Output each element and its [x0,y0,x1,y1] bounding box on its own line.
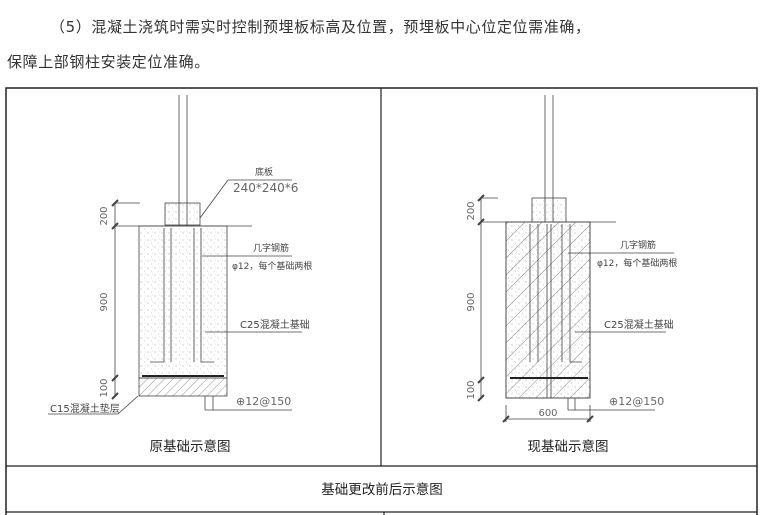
dim-600: 600 [538,408,557,419]
new-foundation-drawing [477,95,674,423]
rebar-label: 几字钢筋 [253,242,289,254]
dim-200: 200 [99,206,110,225]
dim-900: 900 [466,292,477,311]
base-plate-size: 240*240*6 [233,181,298,195]
paragraph-line-1: （5）混凝土浇筑时需实时控制预埋板标高及位置，预埋板中心位定位需准确， [50,18,591,36]
rebar-spec: φ12，每个基础两根 [232,260,312,272]
dim-100: 100 [466,380,477,399]
dim-100: 100 [99,378,110,397]
base-plate-label: 底板 [255,166,273,178]
table-border [5,87,758,515]
rebar-spec: φ12，每个基础两根 [597,257,677,269]
paragraph-line-2: 保障上部钢柱安装定位准确。 [7,53,210,71]
concrete-label: C25混凝土基础 [240,318,310,331]
dim-900: 900 [99,292,110,311]
bottom-rebar: ⊕12@150 [236,395,291,408]
rebar-label: 几字钢筋 [620,239,656,251]
dim-200: 200 [466,201,477,220]
caption-original: 原基础示意图 [150,438,231,455]
cushion-label: C15混凝土垫层 [50,402,120,415]
table-caption: 基础更改前后示意图 [321,481,443,498]
concrete-label: C25混凝土基础 [604,318,674,331]
bottom-rebar: ⊕12@150 [609,395,664,408]
caption-new: 现基础示意图 [528,438,609,455]
original-foundation-drawing [48,95,302,415]
